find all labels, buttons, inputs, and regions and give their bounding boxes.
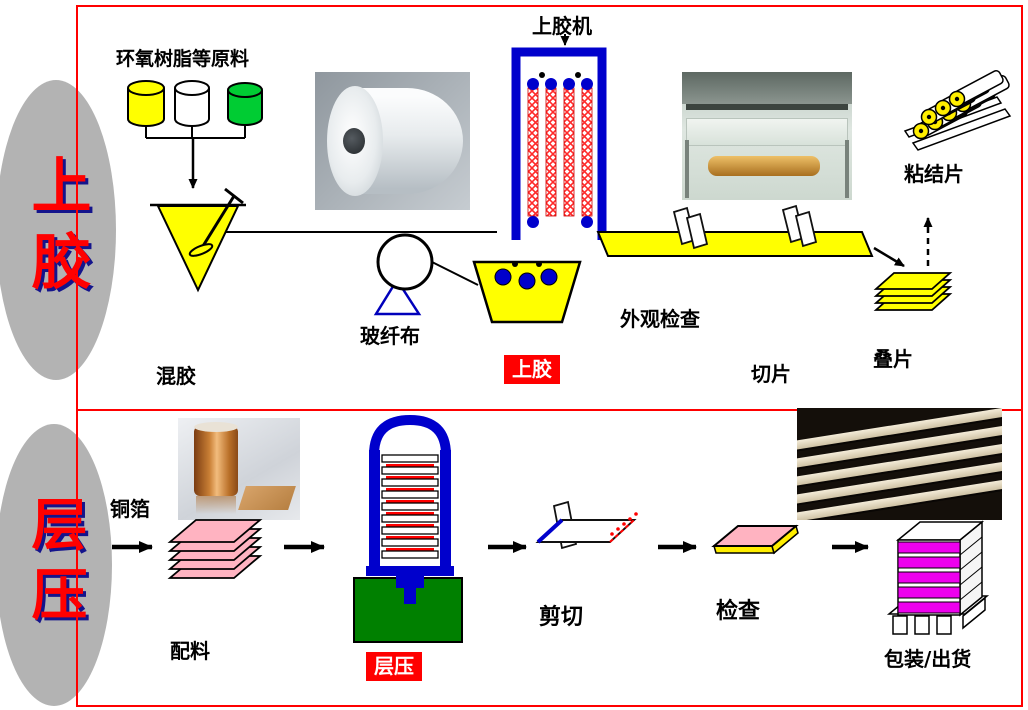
copper-roll-top [194,422,238,432]
bonding-sheet-rolls [903,70,1012,151]
roll-core-hole [343,128,365,154]
label-cutting: 切片 [751,362,791,386]
prepreg-stack [167,519,263,579]
copper-roll [194,426,238,496]
copper-roll-reflection [196,496,236,514]
label-shearing: 剪切 [539,605,584,630]
label-bonding-sheet: 粘结片 [904,162,964,186]
label-mixing: 混胶 [156,364,196,388]
machine-leg-right [845,140,849,198]
label-fiberglass-cloth: 玻纤布 [360,324,420,348]
label-inspection: 检查 [716,599,761,624]
stacked-sheets [873,272,953,311]
stage-ellipse-gluing: 上胶 [0,80,116,380]
label-copper-foil: 铜箔 [110,497,150,521]
label-material-prep: 配料 [170,639,210,663]
gluing-machine-tower [511,47,607,240]
badge-lamination: 层压 [366,652,422,681]
glue-mixer [150,187,497,293]
shear-illustration [535,500,638,550]
stage-label-gluing: 上胶 [21,154,91,306]
coated-film [686,118,848,146]
packaged-stack [886,520,990,635]
sheets-on-conveyor-inspection [672,206,709,250]
coating-machine-photo [682,72,852,200]
fiberglass-roll-photo [315,72,470,210]
laminate-sheets-photo [797,408,1002,520]
label-gluing-machine: 上胶机 [532,14,592,38]
film-roll [708,156,820,176]
copper-foil-photo [178,418,300,520]
label-packaging: 包装/出货 [884,647,972,671]
machine-head [682,72,852,104]
machine-beam [686,104,848,110]
lamination-press [353,414,463,643]
panel-lamination-section [76,409,1023,707]
label-raw-materials: 环氧树脂等原料 [116,48,250,70]
sheets-on-conveyor-cutting [781,204,818,248]
fiberglass-roller [373,233,479,316]
inspection-sheet [711,524,799,555]
badge-gluing: 上胶 [504,355,560,384]
raw-material-tanks [127,80,263,189]
machine-leg-left [685,140,689,198]
conveyor-belt [596,231,874,257]
conveyor-end-arrow [873,246,905,268]
label-stacking: 叠片 [873,347,913,371]
glue-dip-tray [472,260,582,324]
label-visual-inspection: 外观检查 [620,307,700,331]
